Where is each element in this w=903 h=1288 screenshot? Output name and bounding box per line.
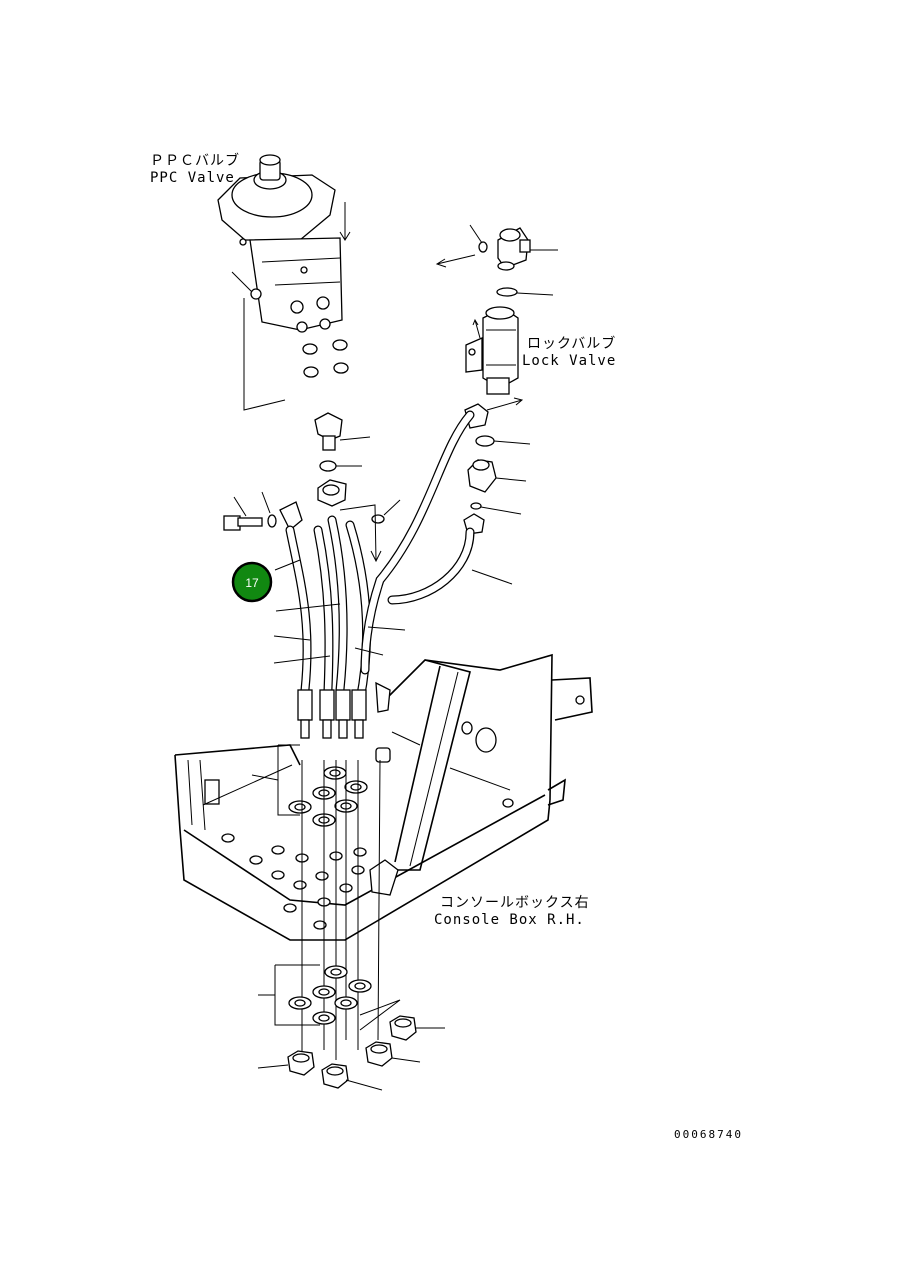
o-ring <box>478 241 488 253</box>
lower-nuts <box>257 1015 445 1091</box>
callout-17-number[interactable]: 17 <box>245 576 259 590</box>
banjo-bolt <box>223 491 303 532</box>
upper-washers <box>202 744 368 827</box>
lock-valve-label-jp: ロックバルブ <box>527 335 616 352</box>
callout-17-badge[interactable] <box>231 561 273 603</box>
lower-washers <box>258 964 401 1031</box>
right-fittings <box>463 403 531 535</box>
console-box <box>174 653 593 941</box>
o-ring <box>496 287 518 297</box>
console-box-label-en: Console Box R.H. <box>434 912 585 928</box>
callout-17[interactable]: 17 <box>231 561 273 603</box>
ppc-valve <box>217 154 351 333</box>
elbow-fitting <box>497 227 558 271</box>
center-fittings <box>314 412 401 563</box>
ppc-valve-label-jp: ＰＰＣバルブ <box>150 152 240 169</box>
drawing-number: 00068740 <box>674 1128 743 1141</box>
lock-valve-label-en: Lock Valve <box>522 353 616 369</box>
hoses <box>285 410 475 739</box>
ppc-o-rings <box>231 271 349 411</box>
console-box-label-jp: コンソールボックス右 <box>440 895 590 911</box>
lock-valve <box>465 306 519 395</box>
ppc-valve-label-en: PPC Valve <box>150 170 235 186</box>
floor-holes <box>221 833 367 930</box>
